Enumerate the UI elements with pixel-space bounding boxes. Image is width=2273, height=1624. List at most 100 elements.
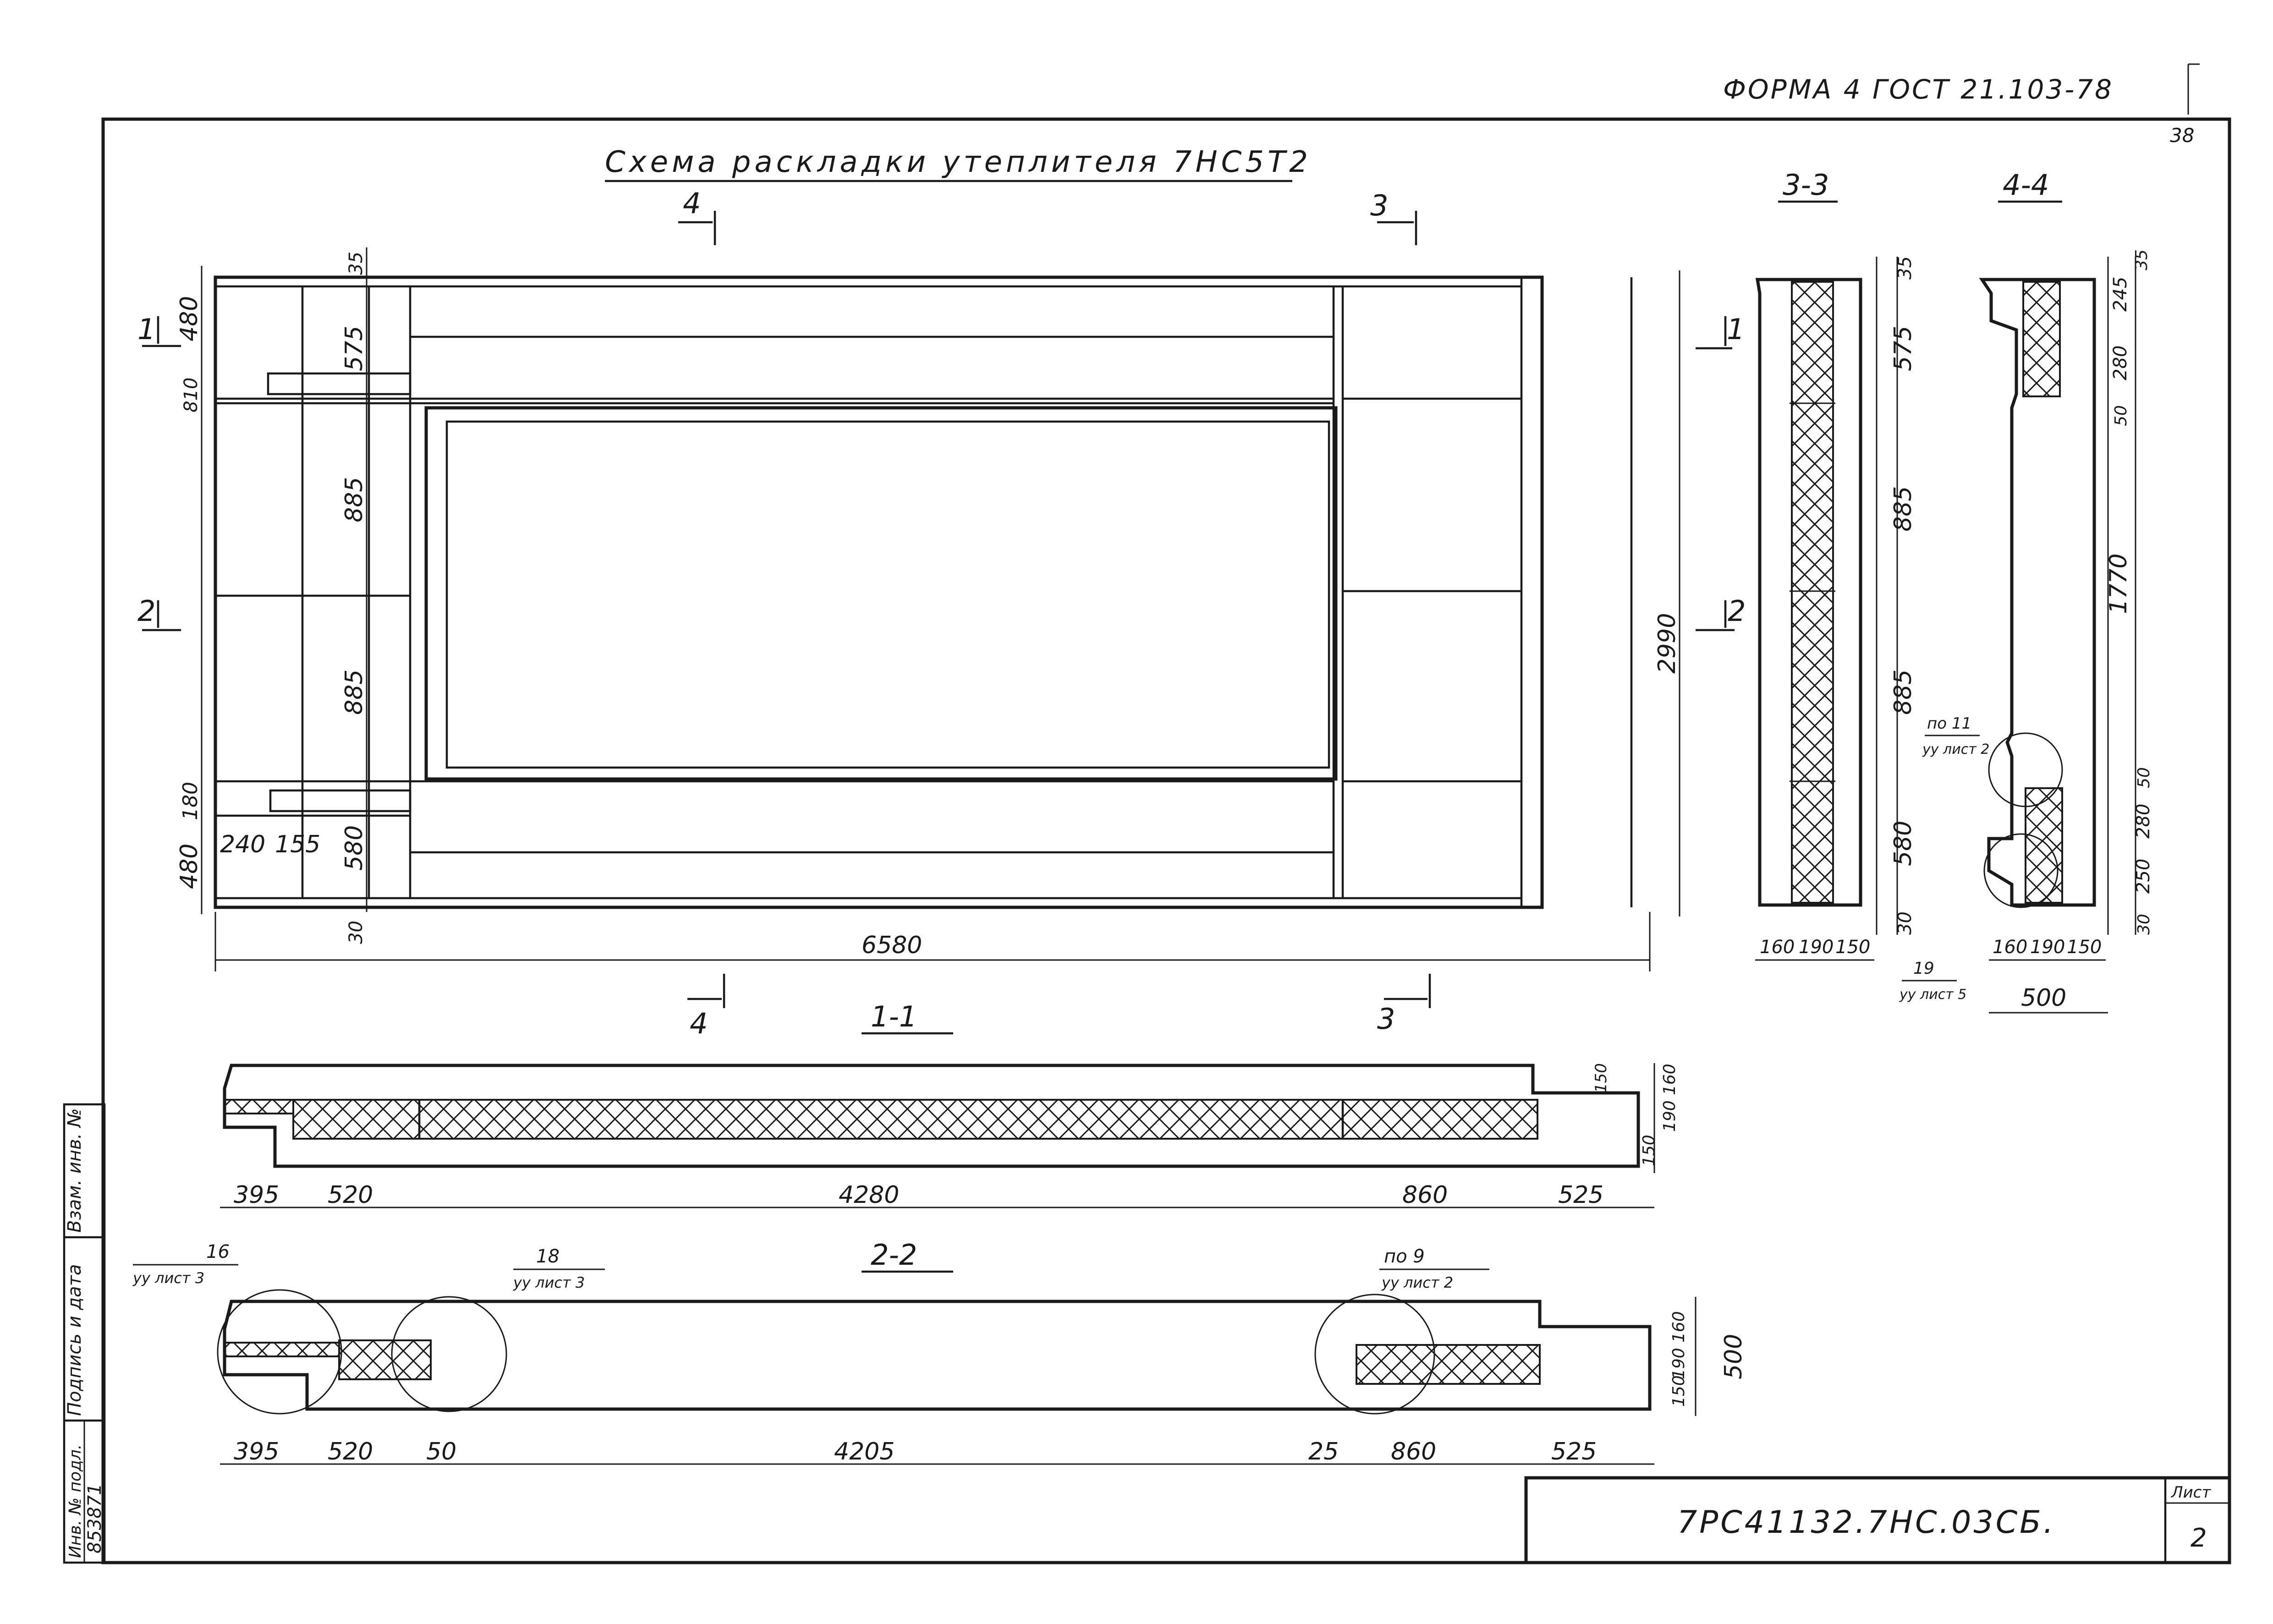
svg-text:по 9: по 9 <box>1384 1246 1425 1267</box>
svg-text:860: 860 <box>1402 1181 1448 1209</box>
svg-text:16: 16 <box>206 1241 230 1262</box>
cut-mark-2-left: 2 <box>137 594 181 631</box>
svg-text:50: 50 <box>2135 767 2153 788</box>
svg-text:160: 160 <box>1660 1064 1679 1095</box>
cut-mark-4-top: 4 <box>678 187 716 245</box>
section-4-4-width: 500 <box>2021 984 2066 1012</box>
svg-text:150: 150 <box>2067 937 2102 958</box>
svg-text:уу лист 2: уу лист 2 <box>1381 1274 1453 1291</box>
svg-text:190: 190 <box>1660 1100 1679 1132</box>
dim-inner-885-b: 885 <box>340 669 368 715</box>
svg-text:4: 4 <box>683 187 701 220</box>
svg-text:885: 885 <box>1889 486 1917 532</box>
section-1-1: 1-1 150 160 190 150 395 520 4280 860 525 <box>220 1000 1679 1209</box>
svg-text:2: 2 <box>137 594 155 628</box>
cut-mark-2-right: 2 <box>1696 594 1746 631</box>
svg-text:25: 25 <box>1308 1438 1339 1465</box>
svg-text:575: 575 <box>1889 326 1917 371</box>
svg-text:30: 30 <box>2135 914 2153 935</box>
dim-inner-30: 30 <box>346 921 367 944</box>
svg-text:1: 1 <box>137 313 155 346</box>
corner-mark <box>2187 63 2200 115</box>
svg-text:35: 35 <box>2132 249 2151 270</box>
svg-text:19: 19 <box>1913 959 1934 978</box>
svg-text:160: 160 <box>1760 937 1795 958</box>
svg-text:280: 280 <box>2133 804 2154 839</box>
svg-text:245: 245 <box>2110 277 2131 312</box>
svg-text:50: 50 <box>426 1438 456 1465</box>
svg-text:190: 190 <box>1799 937 1834 958</box>
svg-text:30: 30 <box>1894 911 1916 935</box>
svg-text:160: 160 <box>1993 937 2027 958</box>
svg-text:395: 395 <box>234 1438 279 1465</box>
svg-text:150: 150 <box>1592 1063 1610 1093</box>
svg-text:4: 4 <box>690 1007 708 1040</box>
svg-text:520: 520 <box>328 1181 373 1209</box>
svg-text:3: 3 <box>1377 1002 1395 1036</box>
svg-text:50: 50 <box>2112 405 2130 426</box>
stamp-inv-podl: Инв. № подл. <box>66 1444 85 1558</box>
side-stamp: Взам. инв. № Подпись и дата Инв. № подл.… <box>63 1103 106 1564</box>
title-block: 7РС41132.7НС.03СБ. Лист 2 <box>1524 1476 2231 1564</box>
dim-height: 2990 <box>1653 613 1681 674</box>
dim-left-480-bottom: 480 <box>176 844 203 889</box>
svg-text:525: 525 <box>1558 1181 1603 1209</box>
cut-mark-1-right: 1 <box>1696 313 1745 350</box>
section-3-3: 3-3 35 575 885 885 580 30 160 190 150 <box>1755 168 1917 961</box>
stamp-inv-value: 853871 <box>84 1483 105 1553</box>
stamp-podpis: Подпись и дата <box>64 1264 85 1416</box>
svg-text:уу лист 3: уу лист 3 <box>513 1274 585 1291</box>
section-3-3-label: 3-3 <box>1783 168 1829 202</box>
svg-text:4205: 4205 <box>834 1438 895 1465</box>
section-4-4: 4-4 35 245 280 50 1770 50 280 250 30 160… <box>1899 168 2154 1014</box>
dim-inner-885-a: 885 <box>340 477 368 522</box>
sheet-label: Лист <box>2170 1483 2211 1502</box>
svg-text:150: 150 <box>1640 1135 1658 1166</box>
section-2-2-height: 500 <box>1720 1334 1747 1379</box>
svg-text:по 11: по 11 <box>1927 714 1971 733</box>
stamp-vz-inv: Взам. инв. № <box>64 1108 85 1233</box>
svg-text:уу лист 2: уу лист 2 <box>1922 741 1989 757</box>
dim-inner-580: 580 <box>340 825 368 871</box>
dim-240: 240 <box>220 831 265 858</box>
cut-mark-1-left: 1 <box>137 313 181 347</box>
svg-text:190: 190 <box>1669 1348 1688 1379</box>
svg-text:3: 3 <box>1370 189 1388 222</box>
svg-text:35: 35 <box>1894 256 1916 280</box>
section-2-2-label: 2-2 <box>871 1238 917 1272</box>
plan-title: Схема раскладки утеплителя 7НС5Т2 <box>605 145 1312 179</box>
svg-text:4280: 4280 <box>839 1181 899 1209</box>
svg-text:860: 860 <box>1391 1438 1436 1465</box>
svg-text:190: 190 <box>2030 937 2065 958</box>
form-stamp: ФОРМА 4 ГОСТ 21.103-78 <box>1723 74 2114 105</box>
svg-text:1: 1 <box>1727 313 1745 346</box>
svg-text:525: 525 <box>1551 1438 1597 1465</box>
svg-text:150: 150 <box>1835 937 1870 958</box>
dim-inner-35: 35 <box>346 252 367 275</box>
dim-155: 155 <box>275 831 320 858</box>
svg-text:395: 395 <box>234 1181 279 1209</box>
sheet-frame <box>101 117 2231 1564</box>
dim-inner-575: 575 <box>340 326 368 371</box>
section-4-4-label: 4-4 <box>2003 168 2049 202</box>
dim-left-810: 810 <box>181 378 202 412</box>
cut-mark-3-top: 3 <box>1370 189 1417 245</box>
svg-text:1770: 1770 <box>2105 554 2132 614</box>
svg-text:160: 160 <box>1669 1311 1688 1343</box>
svg-text:250: 250 <box>2133 859 2154 894</box>
dim-left-180: 180 <box>179 782 202 820</box>
svg-text:150: 150 <box>1669 1375 1688 1407</box>
section-1-1-label: 1-1 <box>871 1000 917 1033</box>
sheet-value: 2 <box>2191 1523 2207 1553</box>
page-number: 38 <box>2170 124 2194 147</box>
svg-text:уу лист 5: уу лист 5 <box>1899 987 1966 1003</box>
drawing-code: 7РС41132.7НС.03СБ. <box>1677 1504 2055 1541</box>
dim-width: 6580 <box>862 932 922 959</box>
plan-view: Схема раскладки утеплителя 7НС5Т2 <box>137 145 1746 1040</box>
cut-mark-4-bottom: 4 <box>687 974 725 1040</box>
svg-text:520: 520 <box>328 1438 373 1465</box>
svg-text:2: 2 <box>1728 594 1746 628</box>
svg-text:18: 18 <box>536 1246 560 1267</box>
cut-mark-3-bottom: 3 <box>1377 974 1431 1036</box>
